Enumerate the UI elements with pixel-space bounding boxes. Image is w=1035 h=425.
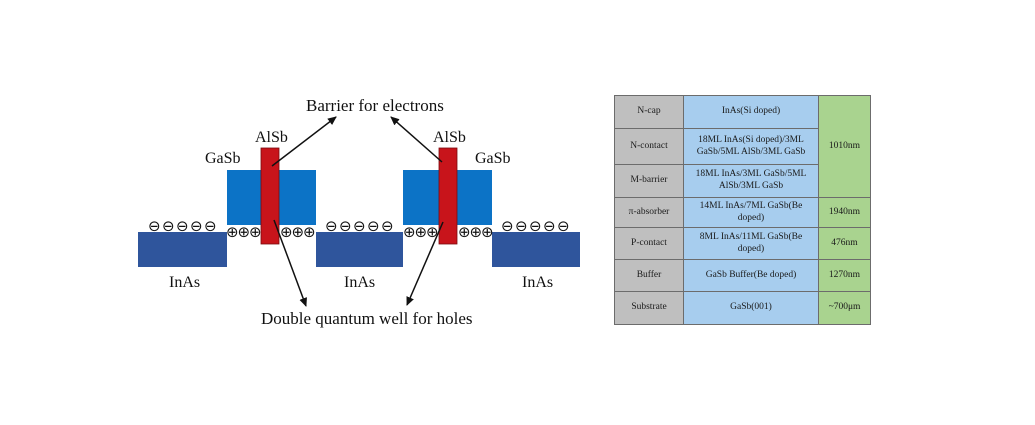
layer-composition-cell: 18ML InAs(Si doped)/3ML GaSb/5ML AlSb/3M…: [683, 128, 819, 165]
table-row: P-contact 8ML InAs/11ML GaSb(Be doped) 4…: [614, 227, 871, 260]
table-row: N-contact 18ML InAs(Si doped)/3ML GaSb/5…: [614, 128, 871, 165]
layer-composition-cell: GaSb Buffer(Be doped): [683, 259, 819, 292]
electron-symbol: ⊖: [162, 217, 175, 235]
table-row: N-cap InAs(Si doped) 1010nm: [614, 95, 871, 198]
layer-composition-cell: 18ML InAs/3ML GaSb/5ML AlSb/3ML GaSb: [683, 164, 819, 198]
electron-symbol: ⊖: [543, 217, 556, 235]
hole-row-left-a: ⊕⊕⊕: [226, 223, 262, 241]
hole-symbol: ⊕: [458, 223, 471, 241]
inas-label-1: InAs: [169, 274, 200, 291]
electron-symbol: ⊖: [353, 217, 366, 235]
electron-symbol: ⊖: [529, 217, 542, 235]
band-structure-diagram: ⊖⊖⊖⊖⊖ ⊖⊖⊖⊖⊖ ⊖⊖⊖⊖⊖ ⊕⊕⊕ ⊕⊕⊕ ⊕⊕⊕ ⊕⊕⊕ Barrie…: [138, 96, 580, 328]
layer-thickness-cell: 476nm: [818, 227, 871, 260]
hole-symbol: ⊕: [226, 223, 239, 241]
gasb-label-left: GaSb: [205, 150, 241, 167]
layer-composition-cell: 8ML InAs/11ML GaSb(Be doped): [683, 227, 819, 260]
layer-name-cell: Substrate: [614, 291, 684, 325]
layer-thickness-cell: 1270nm: [818, 259, 871, 292]
hole-symbol: ⊕: [238, 223, 251, 241]
electron-symbol: ⊖: [204, 217, 217, 235]
alsb-label-left: AlSb: [255, 129, 288, 146]
layer-name-cell: M-barrier: [614, 164, 684, 198]
alsb-label-right: AlSb: [433, 129, 466, 146]
layer-name-cell: N-cap: [614, 95, 684, 129]
layer-composition-cell: GaSb(001): [683, 291, 819, 325]
electron-symbol: ⊖: [176, 217, 189, 235]
electron-symbol: ⊖: [339, 217, 352, 235]
hole-symbol: ⊕: [470, 223, 483, 241]
inas-label-3: InAs: [522, 274, 553, 291]
electron-symbol: ⊖: [501, 217, 514, 235]
barrier-annotation: Barrier for electrons: [306, 96, 444, 115]
electron-symbol: ⊖: [557, 217, 570, 235]
layer-composition-cell: 14ML InAs/7ML GaSb(Be doped): [683, 197, 819, 228]
electron-row-1: ⊖⊖⊖⊖⊖: [148, 217, 217, 235]
inas-block-2: [316, 232, 403, 267]
electron-symbol: ⊖: [325, 217, 338, 235]
electron-symbol: ⊖: [515, 217, 528, 235]
electron-symbol: ⊖: [381, 217, 394, 235]
layer-name-cell: N-contact: [614, 128, 684, 165]
quantum-well-annotation: Double quantum well for holes: [261, 309, 473, 328]
arrow-to-barrier-label-right: [390, 116, 443, 163]
layer-thickness-cell: ~700μm: [818, 291, 871, 325]
electron-symbol: ⊖: [367, 217, 380, 235]
layer-composition-cell: InAs(Si doped): [683, 95, 819, 129]
layer-thickness-cell: 1010nm: [818, 95, 871, 198]
electron-symbol: ⊖: [148, 217, 161, 235]
hole-symbol: ⊕: [481, 223, 494, 241]
hole-symbol: ⊕: [303, 223, 316, 241]
layer-name-cell: P-contact: [614, 227, 684, 260]
alsb-barrier-right: [438, 147, 458, 245]
arrow-to-barrier-label-left: [271, 116, 337, 167]
hole-symbol: ⊕: [280, 223, 293, 241]
arrow-to-well-label-left: [273, 219, 307, 307]
electron-symbol: ⊖: [190, 217, 203, 235]
hole-symbol: ⊕: [426, 223, 439, 241]
inas-block-1: [138, 232, 227, 267]
hole-symbol: ⊕: [415, 223, 428, 241]
hole-symbol: ⊕: [403, 223, 416, 241]
hole-row-left-b: ⊕⊕⊕: [280, 223, 316, 241]
table-row: Substrate GaSb(001) ~700μm: [614, 291, 871, 325]
gasb-label-right: GaSb: [475, 150, 511, 167]
inas-block-3: [492, 232, 580, 267]
arrow-to-well-label-right: [406, 221, 444, 306]
electron-row-2: ⊖⊖⊖⊖⊖: [325, 217, 394, 235]
layer-structure-table: N-cap InAs(Si doped) 1010nm N-contact 18…: [614, 95, 871, 325]
table-row: π-absorber 14ML InAs/7ML GaSb(Be doped) …: [614, 197, 871, 228]
table-row: M-barrier 18ML InAs/3ML GaSb/5ML AlSb/3M…: [614, 164, 871, 198]
hole-row-right-b: ⊕⊕⊕: [458, 223, 494, 241]
electron-row-3: ⊖⊖⊖⊖⊖: [501, 217, 570, 235]
inas-label-2: InAs: [344, 274, 375, 291]
hole-symbol: ⊕: [249, 223, 262, 241]
hole-symbol: ⊕: [292, 223, 305, 241]
layer-thickness-cell: 1940nm: [818, 197, 871, 228]
layer-name-cell: π-absorber: [614, 197, 684, 228]
table-row: Buffer GaSb Buffer(Be doped) 1270nm: [614, 259, 871, 292]
hole-row-right-a: ⊕⊕⊕: [403, 223, 439, 241]
layer-name-cell: Buffer: [614, 259, 684, 292]
